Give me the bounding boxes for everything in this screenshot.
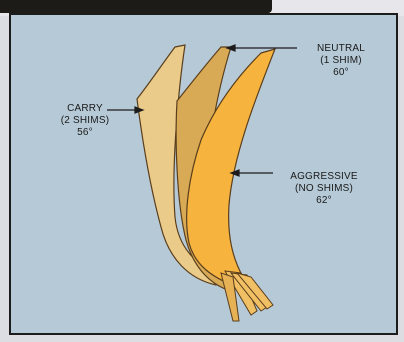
label-carry-title: CARRY bbox=[45, 103, 125, 115]
label-neutral-shims: (1 SHIM) bbox=[301, 55, 381, 67]
label-carry: CARRY (2 SHIMS) 56° bbox=[45, 103, 125, 139]
shank-tip bbox=[221, 271, 273, 321]
label-aggressive-title: AGGRESSIVE bbox=[269, 171, 379, 183]
label-neutral-title: NEUTRAL bbox=[301, 43, 381, 55]
label-neutral: NEUTRAL (1 SHIM) 60° bbox=[301, 43, 381, 79]
label-carry-angle: 56° bbox=[45, 127, 125, 139]
diagram-panel: CARRY (2 SHIMS) 56° NEUTRAL (1 SHIM) 60°… bbox=[9, 13, 398, 335]
label-aggressive-shims: (NO SHIMS) bbox=[269, 183, 379, 195]
label-aggressive: AGGRESSIVE (NO SHIMS) 62° bbox=[269, 171, 379, 207]
label-carry-shims: (2 SHIMS) bbox=[45, 115, 125, 127]
label-neutral-angle: 60° bbox=[301, 67, 381, 79]
label-aggressive-angle: 62° bbox=[269, 195, 379, 207]
top-photo-edge bbox=[0, 0, 272, 13]
